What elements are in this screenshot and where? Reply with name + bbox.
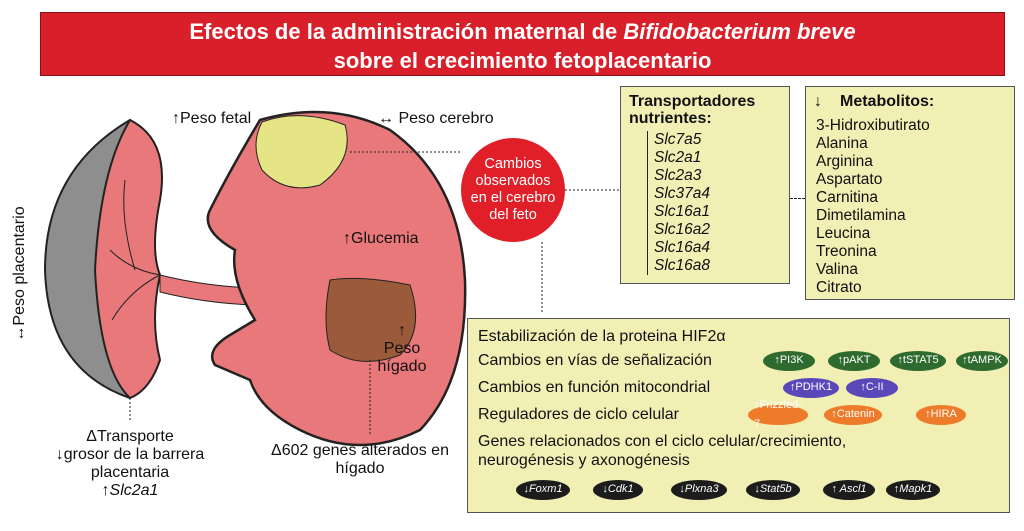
marker-pill: ↑tAMPK xyxy=(956,350,1008,371)
liver-genes-label: Δ602 genes alterados en hígado xyxy=(271,442,449,477)
hif2a-row: Estabilización de la proteina HIF2α xyxy=(478,327,726,345)
title-line1: Efectos de la administración maternal de xyxy=(189,19,624,44)
list-item: Valina xyxy=(816,261,858,278)
marker-pill: ↓Cdk1 xyxy=(593,479,643,500)
marker-pill: ↑PI3K xyxy=(763,350,815,371)
connector xyxy=(790,198,805,199)
metabolites-box: ↓ Metabolitos: 3-Hidroxibutirato Alanina … xyxy=(805,86,1015,300)
placenta xyxy=(43,118,163,400)
marker-pill: ↑pAKT xyxy=(828,350,880,371)
list-item: Slc7a5 xyxy=(654,131,702,148)
marker-pill: ↑C-II xyxy=(846,377,898,398)
list-item: Slc16a1 xyxy=(654,203,711,220)
list-item: Slc16a4 xyxy=(654,239,711,256)
marker-pill: ↑HIRA xyxy=(916,404,966,425)
arrow-down-icon: ↓ xyxy=(814,93,822,110)
fetal-weight-label: ↑Peso fetal xyxy=(172,110,252,127)
glucemia-label: ↑Glucemia xyxy=(343,230,419,247)
marker-pill: ↑tSTAT5 xyxy=(890,350,946,371)
fetus-placenta-illustration xyxy=(43,110,620,447)
marker-pill: ↑Mapk1 xyxy=(886,479,940,500)
list-item: Citrato xyxy=(816,279,862,296)
list-item: Slc16a8 xyxy=(654,257,711,274)
list-item: Carnitina xyxy=(816,189,879,206)
marker-pill: ↑Frizzled-7 xyxy=(748,399,808,430)
marker-pill: ↑PDHK1 xyxy=(783,377,839,398)
brain-weight-label: ↔ Peso cerebro xyxy=(378,110,494,127)
genes-row: ↓Foxm1 ↓Cdk1 ↓Plxna3 ↓Stat5b ↑ Ascl1 ↑Ma… xyxy=(478,476,999,503)
metabolites-heading: Metabolitos: xyxy=(840,93,935,110)
marker-pill: ↓Plxna3 xyxy=(671,479,727,500)
list-item: Treonina xyxy=(816,243,877,260)
transporters-heading: Transportadores nutrientes: xyxy=(629,93,756,127)
list-item: 3-Hidroxibutirato xyxy=(816,117,930,134)
marker-pill: ↑ Ascl1 xyxy=(823,479,875,500)
brain-changes-circle: Cambios observados en el cerebro del fet… xyxy=(461,138,565,242)
brain-changes-box: Estabilización de la proteina HIF2α Camb… xyxy=(467,318,1010,513)
title-banner: Efectos de la administración maternal de… xyxy=(40,12,1005,76)
list-item: Slc2a1 xyxy=(654,149,702,166)
metabolites-list: 3-Hidroxibutirato Alanina Arginina Aspar… xyxy=(816,117,1006,297)
marker-pill: ↑Catenin xyxy=(824,404,882,425)
cell-cycle-row: Reguladores de ciclo celular ↑Frizzled-7… xyxy=(478,399,999,430)
list-item: Slc2a3 xyxy=(654,167,702,184)
list-item: Arginina xyxy=(816,153,873,170)
list-item: Slc16a2 xyxy=(654,221,711,238)
list-item: Slc37a4 xyxy=(654,185,711,202)
list-item: Dimetilamina xyxy=(816,207,906,224)
genes-text: Genes relacionados con el ciclo celular/… xyxy=(478,433,847,469)
fetus xyxy=(206,110,467,447)
mitochondrial-row: Cambios en función mitocondrial ↑PDHK1 ↑… xyxy=(478,374,999,401)
title-species: Bifidobacterium breve xyxy=(623,19,856,44)
transporters-list: Slc7a5 Slc2a1 Slc2a3 Slc37a4 Slc16a1 Slc… xyxy=(647,131,781,275)
marker-pill: ↓Foxm1 xyxy=(516,479,570,500)
placenta-weight-label: ↔Peso placentario xyxy=(11,206,28,342)
list-item: Leucina xyxy=(816,225,871,242)
transporters-box: Transportadores nutrientes: Slc7a5 Slc2a… xyxy=(620,86,790,284)
list-item: Aspartato xyxy=(816,171,883,188)
signaling-row: Cambios en vías de señalización ↑PI3K ↑p… xyxy=(478,347,1008,374)
list-item: Alanina xyxy=(816,135,868,152)
title-line2: sobre el crecimiento fetoplacentario xyxy=(333,48,712,73)
marker-pill: ↓Stat5b xyxy=(746,479,800,500)
